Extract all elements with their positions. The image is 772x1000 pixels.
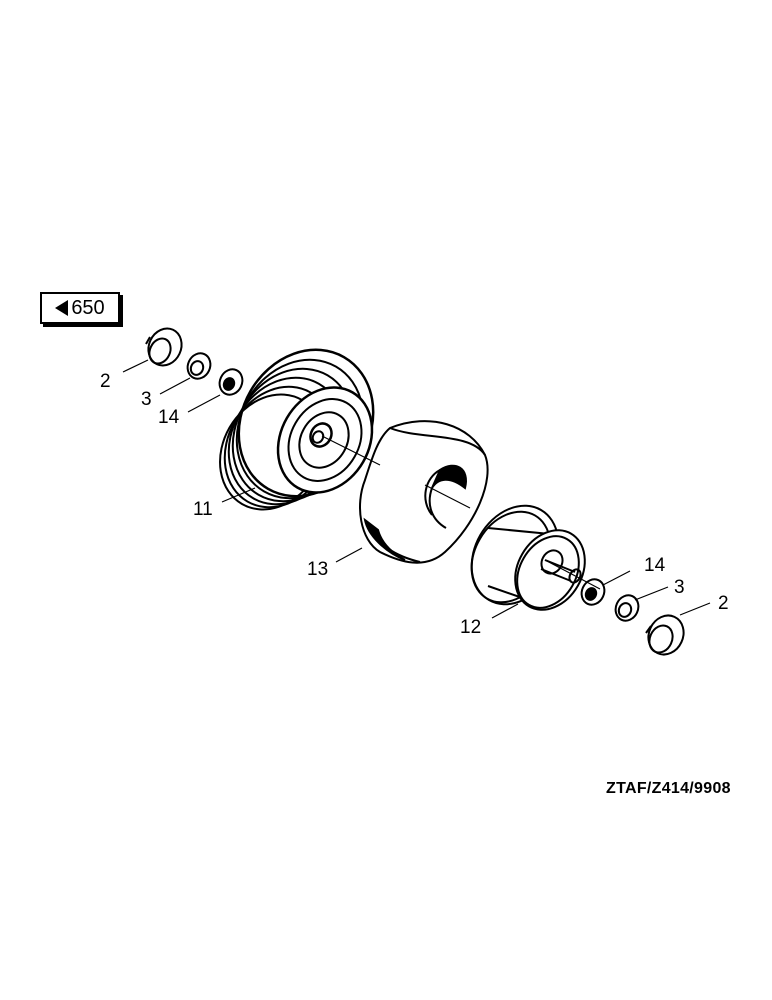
reference-page-number: 650 bbox=[71, 296, 105, 319]
label-part-14-left: 14 bbox=[158, 407, 180, 428]
label-part-13: 13 bbox=[307, 559, 329, 580]
label-part-3-right: 3 bbox=[674, 577, 685, 598]
rim bbox=[470, 504, 586, 611]
page-reference-box[interactable]: 650 bbox=[40, 292, 120, 324]
drawing-code: ZTAF/Z414/9908 bbox=[606, 780, 731, 797]
axle-line bbox=[321, 435, 601, 590]
inner-tube bbox=[359, 420, 489, 564]
label-part-14-right: 14 bbox=[644, 555, 666, 576]
tire bbox=[219, 348, 375, 511]
bearing-left bbox=[218, 368, 244, 396]
washer-left bbox=[186, 352, 212, 380]
label-part-11: 11 bbox=[193, 499, 213, 520]
bearing-right bbox=[580, 578, 606, 606]
label-part-3-left: 3 bbox=[141, 389, 152, 410]
washer-right bbox=[614, 594, 640, 622]
label-part-2-left: 2 bbox=[100, 371, 111, 392]
label-part-12: 12 bbox=[460, 617, 482, 638]
arrow-left-icon bbox=[55, 300, 69, 316]
bearing-cap-left bbox=[145, 327, 183, 367]
label-part-2-right: 2 bbox=[718, 593, 729, 614]
bearing-cap-right bbox=[645, 614, 685, 656]
leader-lines bbox=[122, 359, 711, 619]
